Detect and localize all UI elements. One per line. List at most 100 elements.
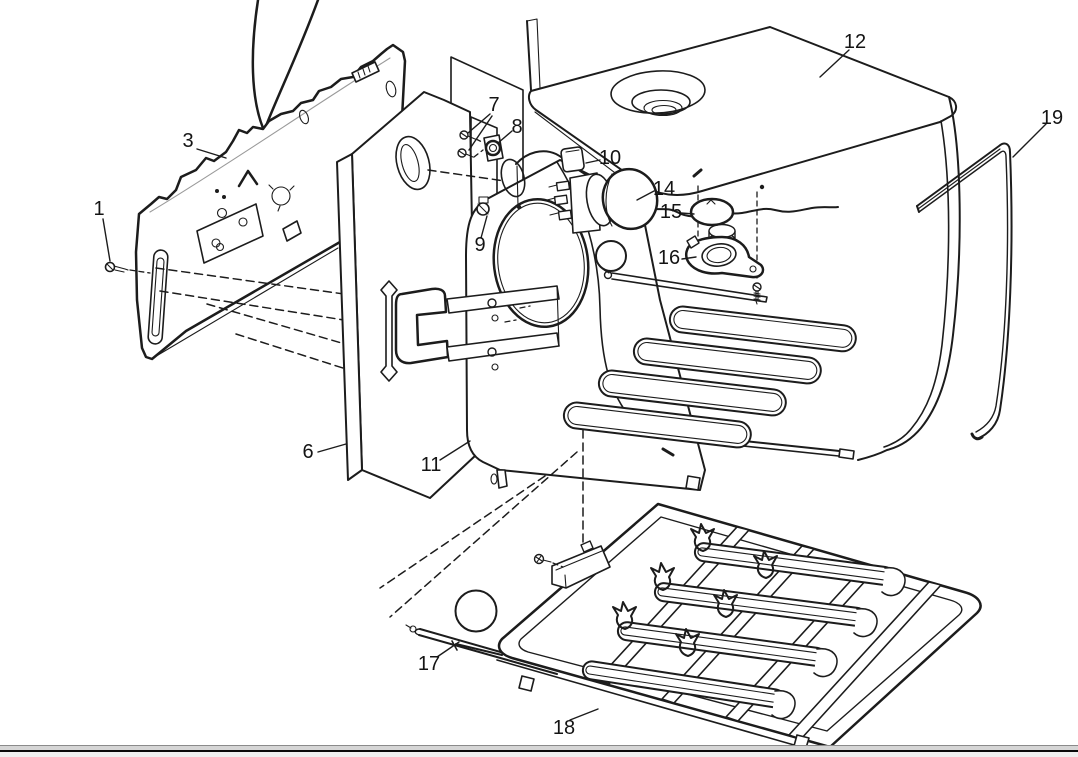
- temperature-sensor-probe: [603, 269, 768, 303]
- cavity-top-panel: [527, 26, 957, 196]
- spot: [215, 189, 219, 193]
- cap-collar: [708, 223, 736, 239]
- broil-loop-inner: [673, 309, 853, 348]
- gasket-mid-line: [917, 148, 1001, 210]
- bent-tab: [282, 220, 302, 242]
- assembly-dashed-lines-left: [155, 267, 347, 370]
- callout-6: 6: [302, 441, 313, 463]
- dashed-line: [235, 333, 347, 370]
- leader-17: [436, 641, 460, 658]
- plate-hole: [749, 265, 757, 273]
- gasket-end-cap: [916, 205, 920, 213]
- element-end-loop: [853, 607, 878, 638]
- part-16-holder-plate: [684, 235, 765, 305]
- leader-19: [1012, 123, 1047, 158]
- broil-loop: [632, 337, 822, 385]
- cover-opening-inner: [497, 202, 585, 324]
- tray-foot: [518, 675, 535, 692]
- dashed-line: [379, 475, 546, 589]
- terminal: [557, 209, 573, 221]
- plate-hole: [238, 217, 248, 227]
- callout-17: 17: [418, 653, 440, 675]
- plate-ring: [701, 243, 737, 267]
- latch-support-bracket: [380, 280, 398, 382]
- cover-opening: [492, 197, 590, 329]
- vent-funnel-inner: [643, 99, 683, 117]
- screw-dash: [473, 138, 485, 158]
- dashed-line: [159, 290, 345, 321]
- leader-12: [819, 49, 850, 78]
- part-7-screws: [457, 130, 485, 158]
- board-edge: [336, 153, 363, 481]
- mounting-plate: [196, 203, 264, 264]
- wire: [251, 0, 265, 130]
- screw-dash: [129, 269, 151, 274]
- bottom-edge-band: [0, 745, 1078, 751]
- callout-3: 3: [182, 130, 193, 152]
- cavity-right-wall: [857, 96, 961, 461]
- panel-hole: [385, 80, 397, 98]
- part-3-back-panel: [134, 43, 407, 361]
- board-hole-inner: [400, 143, 420, 183]
- element-end-loop: [771, 689, 796, 720]
- bottom-edge-lower: [0, 752, 1078, 757]
- plate-outline: [684, 235, 765, 279]
- screw-detail: [458, 150, 474, 158]
- panel-hole: [298, 109, 310, 125]
- leader-6: [317, 443, 347, 453]
- thermostat-dial: [601, 167, 659, 231]
- gasket-end-tip: [970, 432, 984, 441]
- part-10-switch: [560, 146, 585, 173]
- latch-arm-upper: [446, 285, 560, 314]
- callout-10: 10: [599, 147, 621, 169]
- wiring-harness: [251, 0, 320, 130]
- callout-1: 1: [93, 198, 104, 220]
- leader-15: [680, 212, 695, 215]
- panel-bottom-inner-line: [157, 247, 339, 356]
- screw-detail: [460, 132, 476, 140]
- callout-11: 11: [421, 454, 442, 476]
- clip-tab: [478, 196, 489, 204]
- louver-ticks: [357, 65, 371, 79]
- callout-8: 8: [511, 116, 522, 138]
- grommet-ring: [484, 139, 502, 157]
- screw-shaft: [113, 265, 129, 273]
- spot: [222, 195, 226, 199]
- part-8-grommet: [483, 134, 504, 162]
- highlight-marker-1: [595, 240, 627, 272]
- cover-foot: [685, 475, 701, 491]
- tray-frame-rim: [518, 516, 963, 732]
- callout-16: 16: [658, 247, 680, 269]
- hole-alignment-dash: [427, 169, 506, 182]
- switch-detail: [565, 149, 580, 153]
- latch-bolt: [491, 363, 499, 371]
- leader-10: [585, 159, 601, 164]
- recycle-motif: [271, 186, 291, 206]
- slot-inner: [151, 257, 165, 337]
- switch-body: [560, 146, 585, 173]
- plate-tab: [686, 235, 700, 249]
- part-19-door-gasket: [916, 142, 1013, 441]
- leader-1: [102, 218, 111, 262]
- latch-bolt: [491, 314, 499, 322]
- clip-notch: [477, 203, 489, 215]
- part-18-bottom-tray-assembly: [405, 502, 982, 754]
- screw-dash: [552, 562, 564, 568]
- leader-18: [569, 708, 599, 721]
- dashed-line: [206, 303, 346, 345]
- leader-3: [196, 148, 227, 159]
- grommet-hole: [488, 143, 498, 153]
- arm-connector: [556, 285, 560, 347]
- cover-foot: [496, 469, 508, 489]
- recycle-ticks: [268, 184, 295, 212]
- deflector-plate: [551, 545, 611, 589]
- board-hole: [395, 135, 431, 191]
- terminal: [555, 180, 571, 192]
- tray-rail-end: [455, 643, 503, 656]
- callout-leaders: [102, 49, 1047, 721]
- broil-loop: [597, 369, 787, 417]
- callout-7: 7: [488, 94, 499, 116]
- leader-16: [681, 256, 697, 260]
- tube-hook: [405, 624, 412, 629]
